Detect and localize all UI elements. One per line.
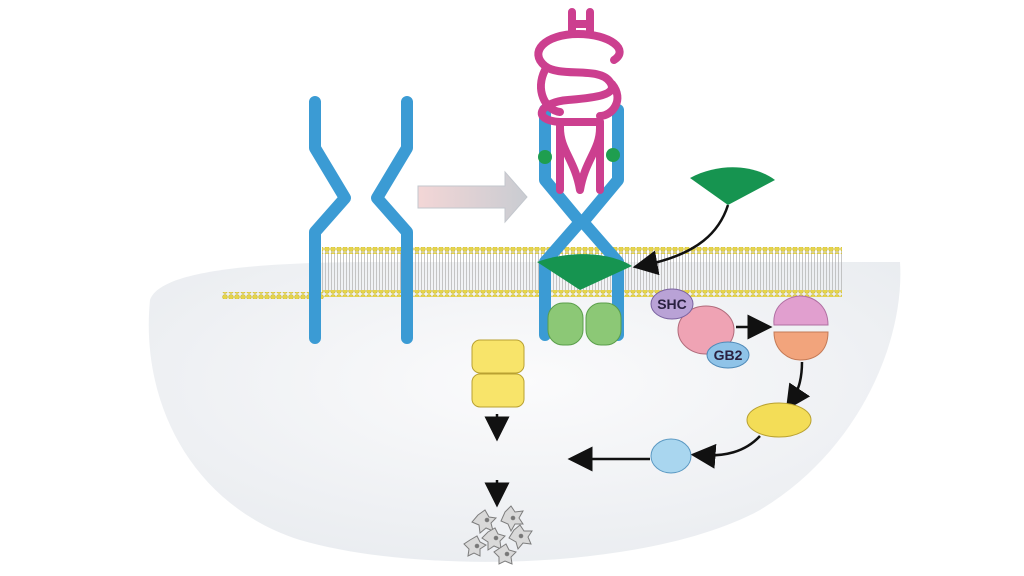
kinase-domains — [547, 302, 622, 346]
signaling-ligand-wedge — [690, 167, 775, 205]
binding-site-right — [606, 148, 620, 162]
mapk-protein — [650, 438, 692, 474]
binding-site-left — [538, 150, 552, 164]
ligand — [534, 8, 624, 194]
arrow-to-ras-icon — [785, 361, 811, 411]
activation-arrow-icon — [417, 170, 528, 224]
small-adaptor — [706, 341, 750, 369]
membrane-wedge — [537, 254, 632, 290]
gb2-label: GB2 — [714, 347, 743, 363]
ligand-entry-arrow-icon — [632, 204, 730, 276]
arrow-to-mapk-icon — [690, 435, 761, 469]
pi3k-complex — [471, 339, 525, 408]
shc-label: SHC — [657, 296, 687, 312]
sos-complex — [773, 295, 829, 361]
cell-cluster-icon — [463, 505, 533, 565]
shc-adaptor — [650, 288, 694, 320]
adaptor-complex: SHC GB2 — [650, 288, 750, 369]
inactive-receptor — [309, 96, 413, 344]
ras-protein — [746, 402, 812, 438]
grb-adaptor — [677, 305, 735, 355]
